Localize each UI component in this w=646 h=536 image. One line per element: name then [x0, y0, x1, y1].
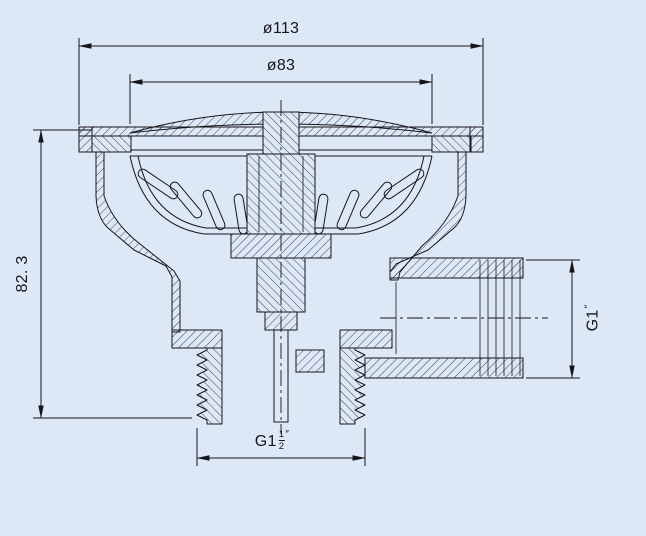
side-thread-size: G1 [584, 309, 602, 332]
basket-slots [137, 168, 425, 235]
bottom-thread-fraction-numerator: 1 [278, 429, 285, 440]
side-thread-label: G1″ [583, 305, 602, 332]
centerlines [280, 100, 548, 434]
overall-height-label: 82. 3 [14, 255, 31, 293]
bottom-thread-size: G1 [254, 433, 277, 451]
outer-diameter-label: ø113 [262, 20, 300, 37]
side-thread-unit: ″ [583, 304, 595, 309]
bottom-outlet [196, 347, 366, 425]
bottom-thread-fraction-denominator: 2 [278, 440, 285, 453]
bottom-thread-unit: ″ [285, 429, 290, 440]
side-outlet-pipe [364, 257, 524, 379]
dimension-lines [38, 43, 575, 461]
inner-diameter-label: ø83 [266, 57, 296, 74]
